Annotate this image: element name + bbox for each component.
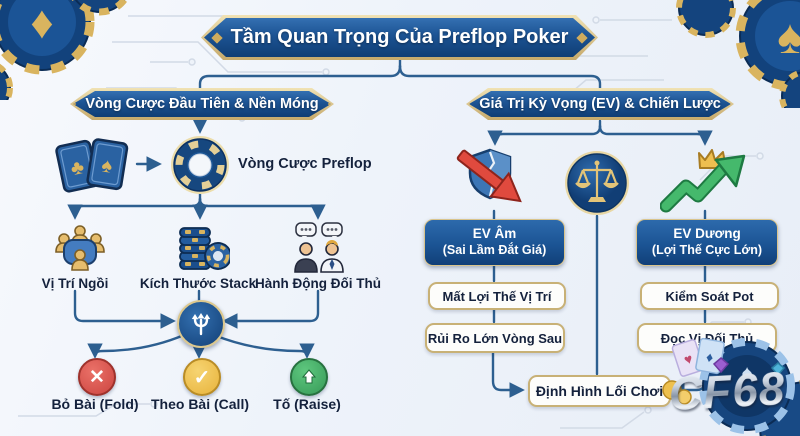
corner-chips-top-left-decoration: ♦ [0, 0, 129, 100]
diamond-icon [577, 32, 588, 43]
factor-label-opponents: Hành Động Đối Thủ [255, 276, 381, 291]
svg-text:♦: ♦ [30, 0, 53, 48]
factor-label-position: Vị Trí Ngồi [41, 276, 109, 291]
seats-table-icon [55, 225, 105, 271]
ev-positive-item-1: Kiểm Soát Pot [640, 282, 779, 310]
decision-label-raise: Tố (Raise) [273, 396, 341, 412]
right-branch-header: Giá Trị Kỳ Vọng (EV) & Chiến Lược [479, 96, 721, 112]
svg-text:♠: ♠ [777, 11, 800, 64]
chip-label: Vòng Cược Preflop [238, 156, 372, 172]
svg-text:♦: ♦ [705, 348, 715, 365]
hole-cards-icon: ♣ ♠ [55, 138, 129, 193]
cf68-logo-chip-icon: ♠ ♥ ♦ [662, 337, 795, 434]
title-banner-inner: Tầm Quan Trọng Của Preflop Poker [204, 18, 595, 57]
ev-negative-box: EV Âm (Sai Lầm Đắt Giá) [424, 219, 565, 266]
up-arrow-icon [290, 358, 328, 396]
opponents-chat-icon [294, 222, 344, 273]
cf68-logo-text: CF68 [653, 360, 800, 422]
right-branch-header-inner: Giá Trị Kỳ Vọng (EV) & Chiến Lược [469, 91, 731, 117]
diamond-icon [211, 32, 222, 43]
left-branch-header-inner: Vòng Cược Đầu Tiên & Nền Móng [73, 91, 331, 117]
ev-positive-title: EV Dương [673, 226, 741, 242]
svg-text:♠: ♠ [100, 154, 114, 177]
ev-negative-item-1: Mất Lợi Thế Vị Trí [428, 282, 566, 310]
fork-arrows-icon [177, 300, 225, 348]
crown-green-arrow-icon [660, 149, 746, 213]
left-branch-header-banner: Vòng Cược Đầu Tiên & Nền Móng [70, 88, 334, 120]
scales-icon [565, 151, 629, 215]
ev-negative-title: EV Âm [472, 226, 517, 242]
decision-label-call: Theo Bài (Call) [150, 396, 249, 412]
cf68-logo: ♠ ♥ ♦ CF68 [650, 334, 800, 434]
decision-label-fold: Bỏ Bài (Fold) [51, 396, 139, 412]
ev-negative-item-2: Rủi Ro Lớn Vòng Sau [425, 323, 565, 353]
check-icon: ✓ [183, 358, 221, 396]
svg-text:♠: ♠ [742, 362, 753, 384]
ev-negative-subtitle: (Sai Lầm Đắt Giá) [442, 243, 547, 258]
corner-chips-top-right-decoration: ♠ [676, 0, 800, 108]
x-icon: ✕ [78, 358, 116, 396]
svg-text:♣: ♣ [69, 156, 86, 180]
poker-chip-icon [171, 136, 229, 194]
chip-stack-icon [179, 227, 230, 270]
factor-label-stack: Kích Thước Stack [139, 276, 257, 291]
outcome-box: Định Hình Lối Chơi [528, 375, 671, 407]
right-branch-header-banner: Giá Trị Kỳ Vọng (EV) & Chiến Lược [466, 88, 734, 120]
ev-positive-box: EV Dương (Lợi Thế Cực Lớn) [636, 219, 778, 266]
left-branch-header: Vòng Cược Đầu Tiên & Nền Móng [85, 96, 319, 112]
title-banner: Tầm Quan Trọng Của Preflop Poker [201, 15, 598, 60]
broken-shield-red-arrow-icon [456, 148, 522, 203]
ev-positive-subtitle: (Lợi Thế Cực Lớn) [651, 243, 763, 258]
page-title: Tầm Quan Trọng Của Preflop Poker [230, 26, 569, 48]
